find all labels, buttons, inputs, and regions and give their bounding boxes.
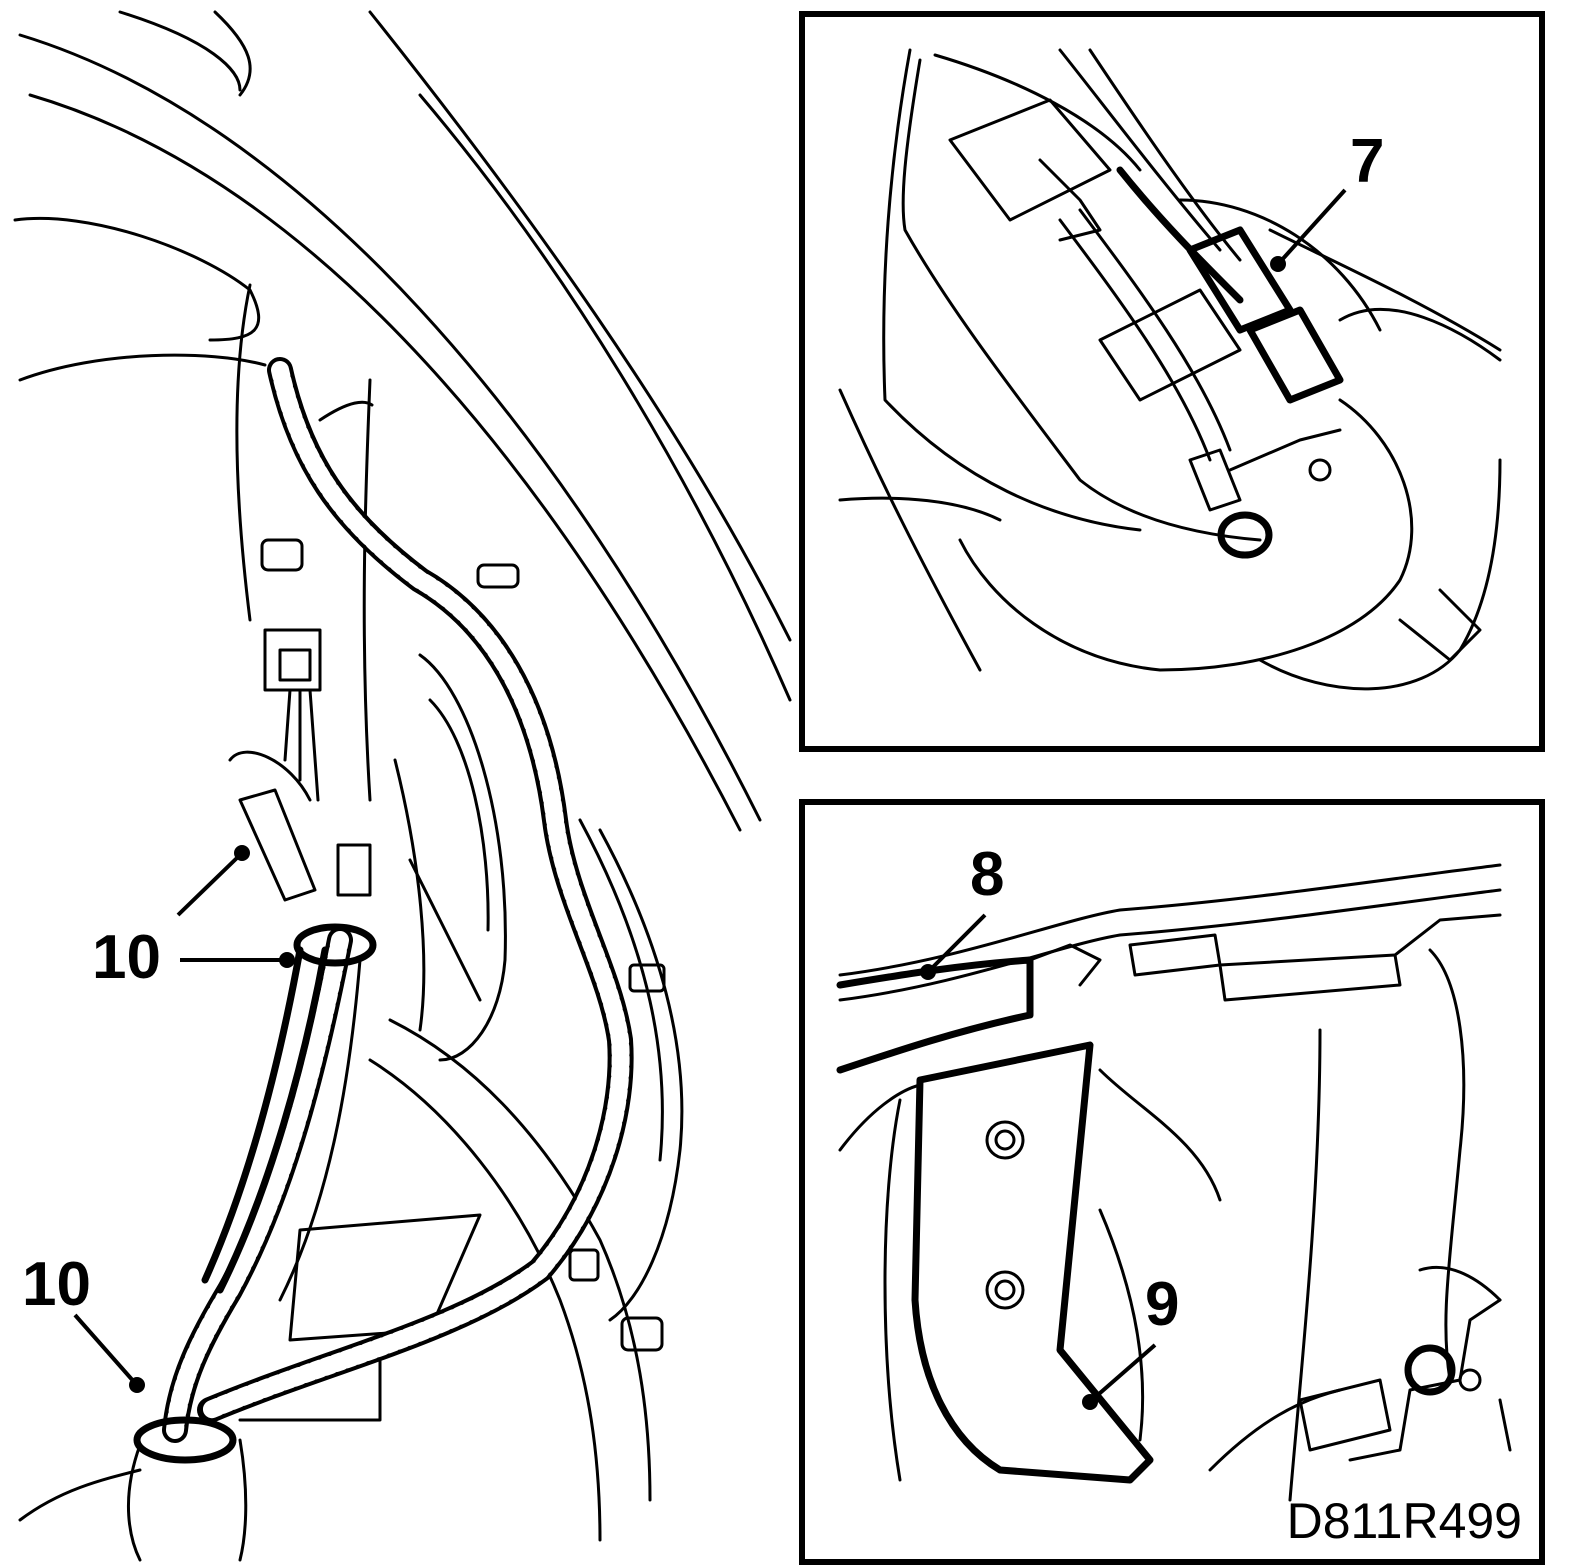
- callout-10-upper: 10: [92, 923, 161, 992]
- inset-bottom: [799, 799, 1545, 1565]
- callout-7: 7: [1350, 127, 1384, 196]
- callout-10-lower: 10: [22, 1250, 91, 1319]
- main-view: [13, 10, 792, 1562]
- callout-8: 8: [970, 840, 1004, 909]
- inset-top: [799, 11, 1545, 752]
- reference-code: D811R499: [1287, 1493, 1522, 1549]
- callout-9: 9: [1145, 1270, 1179, 1339]
